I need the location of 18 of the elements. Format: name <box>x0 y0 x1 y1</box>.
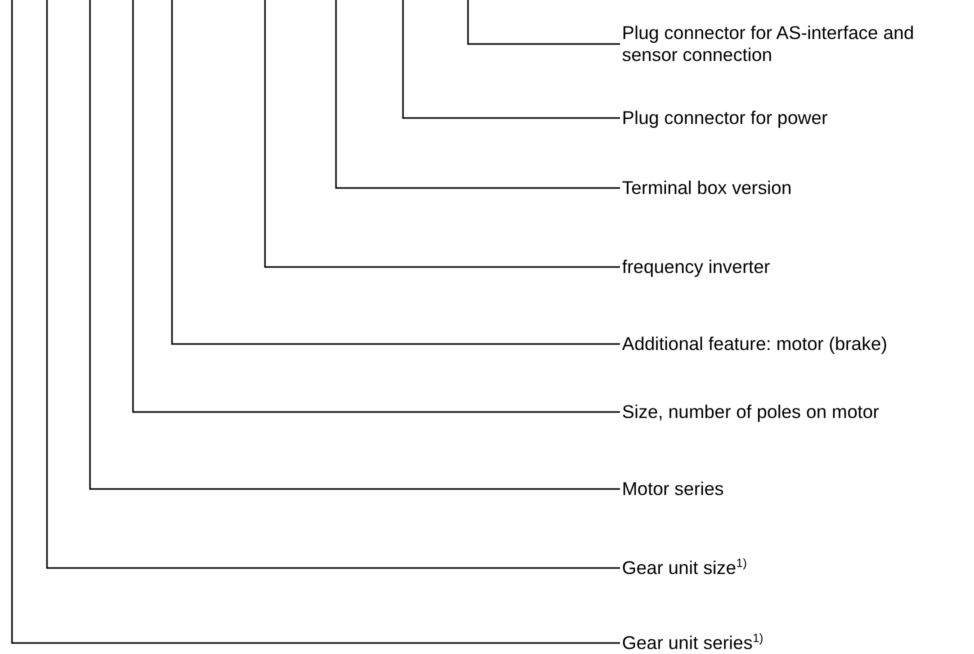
leader-line <box>402 0 620 119</box>
designation-label: Additional feature: motor (brake) <box>622 333 888 355</box>
leader-line <box>467 0 620 45</box>
designation-label: Terminal box version <box>622 177 792 199</box>
leader-line <box>171 0 620 345</box>
leader-line <box>335 0 620 189</box>
leader-line <box>46 0 620 569</box>
designation-label: Motor series <box>622 478 724 500</box>
leader-line <box>264 0 620 268</box>
leader-line <box>89 0 620 490</box>
designation-label: Plug connector for power <box>622 107 828 129</box>
leader-line <box>11 0 620 644</box>
designation-label: frequency inverter <box>622 256 770 278</box>
designation-label: Size, number of poles on motor <box>622 401 880 423</box>
designation-label: Gear unit series$^{1)}$ <box>622 632 764 654</box>
designation-label: Plug connector for AS-interface and sensor connection <box>622 22 952 66</box>
designation-label: Gear unit size$^{1)}$ <box>622 557 747 579</box>
leader-line <box>132 0 620 413</box>
